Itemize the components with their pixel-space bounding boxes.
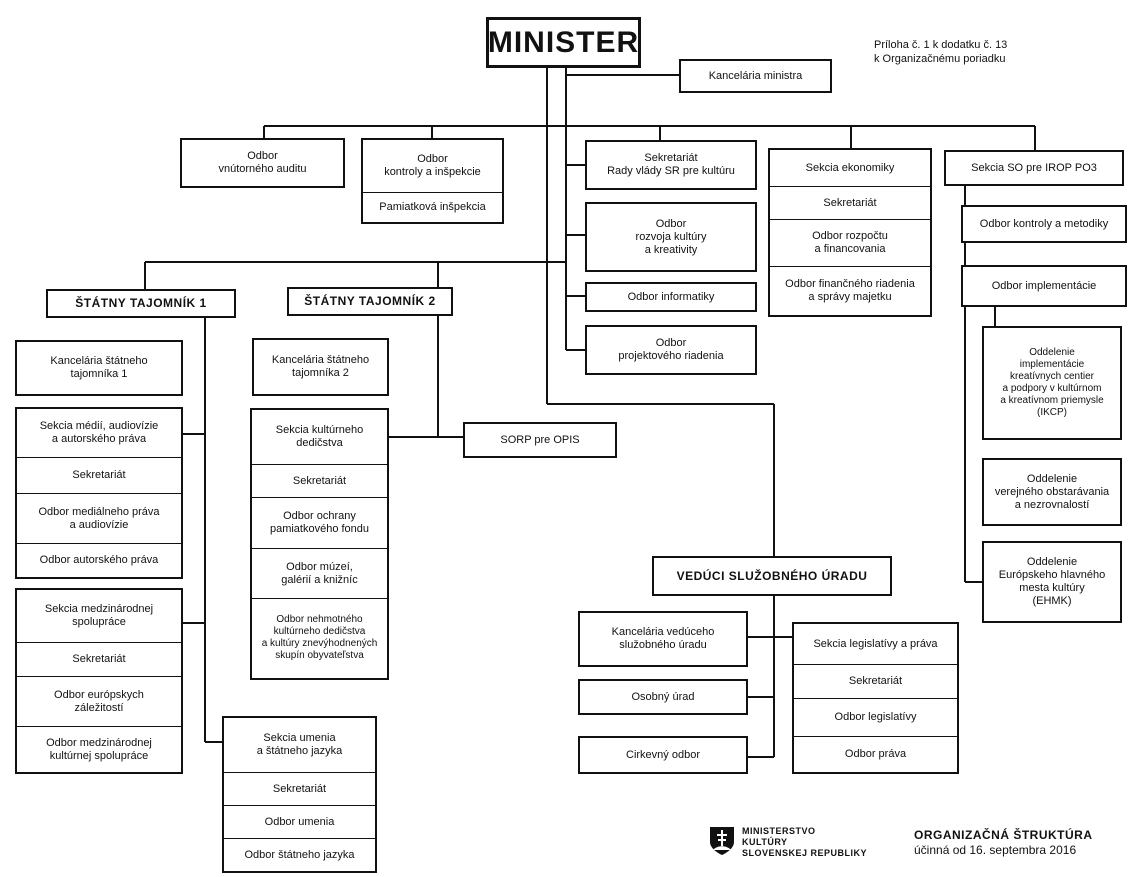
odbor-auditu-box[interactable]: Odbor vnútorného auditu bbox=[180, 138, 345, 188]
odbor-statneho-jazyka: Odbor štátneho jazyka bbox=[224, 838, 375, 871]
sekcia-medii-group[interactable]: Sekcia médií, audiovízie a autorského pr… bbox=[15, 407, 183, 579]
odbor-informatiky-box[interactable]: Odbor informatiky bbox=[585, 282, 757, 312]
coat-of-arms-icon bbox=[710, 827, 734, 855]
st2-kancelaria-box[interactable]: Kancelária štátneho tajomníka 2 bbox=[252, 338, 389, 396]
sekcia-dedicstva-header: Sekcia kultúrneho dedičstva bbox=[275, 424, 364, 449]
st1-kancelaria-box[interactable]: Kancelária štátneho tajomníka 1 bbox=[15, 340, 183, 396]
kancelaria-ministra-box[interactable]: Kancelária ministra bbox=[679, 59, 832, 93]
sekcia-medii-header: Sekcia médií, audiovízie a autorského pr… bbox=[39, 420, 159, 445]
sekretariat-ekonomiky: Sekretariát bbox=[770, 186, 930, 219]
minister-box[interactable]: MINISTER bbox=[486, 17, 641, 68]
sekretariat-legislativy: Sekretariát bbox=[794, 664, 957, 698]
sekcia-medzinarodnej-group[interactable]: Sekcia medzinárodnej spolupráce Sekretar… bbox=[15, 588, 183, 774]
odbor-implementacie-box[interactable]: Odbor implementácie bbox=[961, 265, 1127, 307]
sekcia-ekonomiky-group[interactable]: Sekcia ekonomiky Sekretariát Odbor rozpo… bbox=[768, 148, 932, 317]
odbor-europskych-zalezitosti: Odbor európskych záležitostí bbox=[17, 676, 181, 726]
odbor-kontroly-header: Odbor kontroly a inšpekcie bbox=[384, 153, 481, 178]
odbor-autorskeho-prava: Odbor autorského práva bbox=[17, 543, 181, 577]
sekcia-dedicstva-group[interactable]: Sekcia kultúrneho dedičstva Sekretariát … bbox=[250, 408, 389, 680]
odbor-rozvoja-box[interactable]: Odbor rozvoja kultúry a kreativity bbox=[585, 202, 757, 272]
odbor-umenia: Odbor umenia bbox=[224, 805, 375, 838]
cirkevny-odbor-box[interactable]: Cirkevný odbor bbox=[578, 736, 748, 774]
annex-note: Príloha č. 1 k dodatku č. 13 k Organizač… bbox=[874, 39, 1008, 65]
odbor-medialneho-prava: Odbor mediálneho práva a audiovízie bbox=[17, 493, 181, 543]
vsu-box[interactable]: VEDÚCI SLUŽOBNÉHO ÚRADU bbox=[652, 556, 892, 596]
odbor-kontroly-metodiky-box[interactable]: Odbor kontroly a metodiky bbox=[961, 205, 1127, 243]
sekretariat-medii: Sekretariát bbox=[17, 457, 181, 493]
odbor-financneho-riadenia: Odbor finančného riadenia a správy majet… bbox=[770, 266, 930, 314]
sekcia-legislativy-header: Sekcia legislatívy a práva bbox=[813, 637, 938, 650]
odbor-ochrany-fondu: Odbor ochrany pamiatkového fondu bbox=[252, 497, 387, 548]
footer-title: ORGANIZAČNÁ ŠTRUKTÚRA bbox=[914, 828, 1093, 842]
oddelenie-icp-box[interactable]: Oddelenie implementácie kreatívnych cent… bbox=[982, 326, 1122, 440]
sekretariat-umenia: Sekretariát bbox=[224, 772, 375, 805]
footer-date: účinná od 16. septembra 2016 bbox=[914, 843, 1077, 857]
osobny-urad-box[interactable]: Osobný úrad bbox=[578, 679, 748, 715]
odbor-medzinarodnej-spoluprace: Odbor medzinárodnej kultúrnej spolupráce bbox=[17, 726, 181, 772]
odbor-nehmotneho-dedicstva: Odbor nehmotného kultúrneho dedičstva a … bbox=[252, 598, 387, 676]
odbor-kontroly-group[interactable]: Odbor kontroly a inšpekcie Pamiatková in… bbox=[361, 138, 504, 224]
footer-title-block: ORGANIZAČNÁ ŠTRUKTÚRA účinná od 16. sept… bbox=[914, 828, 1093, 858]
vsu-kancelaria-box[interactable]: Kancelária vedúceho služobného úradu bbox=[578, 611, 748, 667]
oddelenie-vo-box[interactable]: Oddelenie verejného obstarávania a nezro… bbox=[982, 458, 1122, 526]
sekretariat-medzinarodnej: Sekretariát bbox=[17, 642, 181, 676]
oddelenie-ehmk-box[interactable]: Oddelenie Európskeho hlavného mesta kult… bbox=[982, 541, 1122, 623]
sekcia-so-box[interactable]: Sekcia SO pre IROP PO3 bbox=[944, 150, 1124, 186]
sorp-box[interactable]: SORP pre OPIS bbox=[463, 422, 617, 458]
ministry-logo-text: MINISTERSTVO KULTÚRY SLOVENSKEJ REPUBLIK… bbox=[742, 826, 868, 858]
st2-box[interactable]: ŠTÁTNY TAJOMNÍK 2 bbox=[287, 287, 453, 316]
sekcia-medzinarodnej-header: Sekcia medzinárodnej spolupráce bbox=[44, 603, 154, 628]
pamiatkova-inspekcia: Pamiatková inšpekcia bbox=[363, 192, 502, 222]
sekcia-ekonomiky-header: Sekcia ekonomiky bbox=[805, 161, 895, 174]
odbor-legislativy: Odbor legislatívy bbox=[794, 698, 957, 736]
sekretariat-rady-box[interactable]: Sekretariát Rady vlády SR pre kultúru bbox=[585, 140, 757, 190]
odbor-projektoveho-box[interactable]: Odbor projektového riadenia bbox=[585, 325, 757, 375]
sekcia-umenia-header: Sekcia umenia a štátneho jazyka bbox=[256, 732, 343, 757]
sekcia-umenia-group[interactable]: Sekcia umenia a štátneho jazyka Sekretar… bbox=[222, 716, 377, 873]
sekcia-legislativy-group[interactable]: Sekcia legislatívy a práva Sekretariát O… bbox=[792, 622, 959, 774]
sekretariat-dedicstva: Sekretariát bbox=[252, 464, 387, 497]
odbor-rozpoctu: Odbor rozpočtu a financovania bbox=[770, 219, 930, 266]
st1-box[interactable]: ŠTÁTNY TAJOMNÍK 1 bbox=[46, 289, 236, 318]
odbor-muzei: Odbor múzeí, galérií a knižníc bbox=[252, 548, 387, 598]
odbor-prava: Odbor práva bbox=[794, 736, 957, 772]
